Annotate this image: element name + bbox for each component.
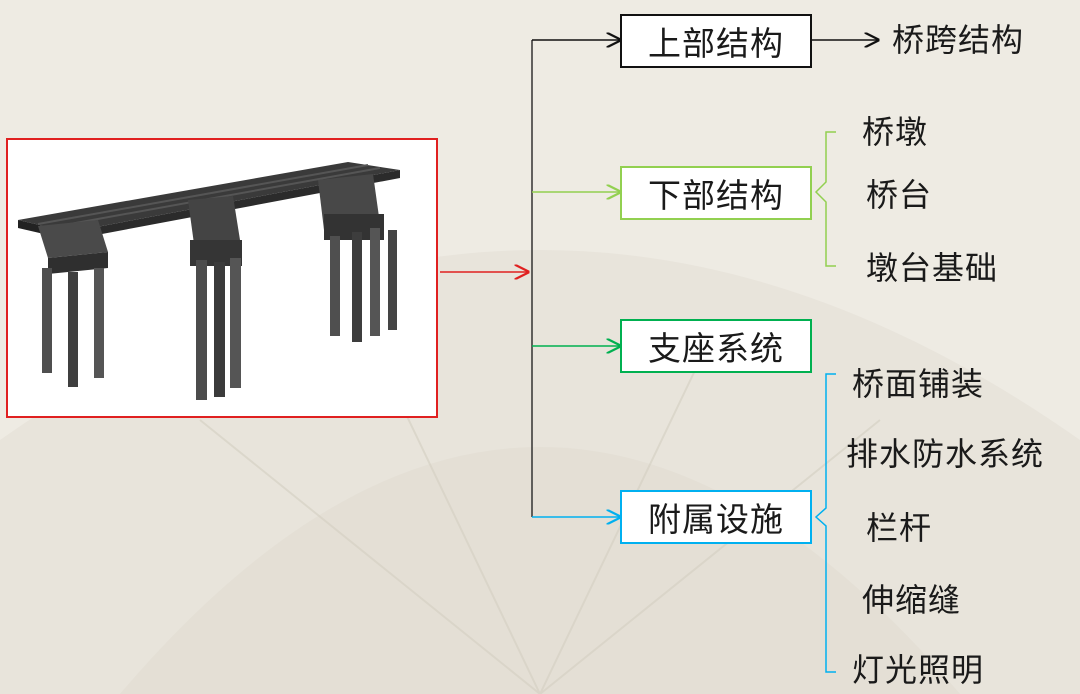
category-box-upper: 上部结构: [620, 14, 812, 68]
child-label: 墩台基础: [866, 249, 999, 287]
child-label: 桥台: [866, 176, 933, 214]
child-label: 桥跨结构: [892, 21, 1025, 59]
child-label: 桥墩: [862, 113, 929, 151]
child-label: 排水防水系统: [846, 435, 1045, 473]
child-label: 灯光照明: [852, 651, 985, 689]
child-label: 伸缩缝: [862, 581, 962, 619]
category-label: 上部结构: [648, 24, 784, 63]
category-box-lower: 下部结构: [620, 166, 812, 220]
bridge-model-image: [6, 138, 438, 418]
bridge-model-icon: [18, 162, 400, 400]
category-box-accessory: 附属设施: [620, 490, 812, 544]
child-label: 桥面铺装: [852, 365, 985, 403]
category-label: 支座系统: [648, 329, 784, 368]
category-label: 下部结构: [648, 176, 784, 215]
category-box-bearing: 支座系统: [620, 319, 812, 373]
category-label: 附属设施: [648, 500, 784, 539]
child-label: 栏杆: [866, 509, 933, 547]
